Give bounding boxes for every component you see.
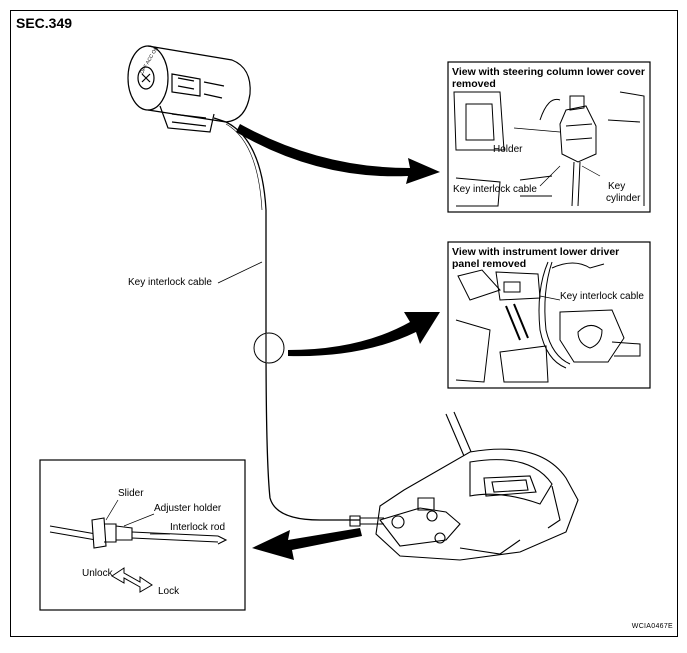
steering-view-drawing (453, 91, 645, 207)
panel-view-drawing (455, 261, 641, 383)
steering-view-title-line1: View with steering column lower cover (452, 66, 645, 78)
steering-cable-label: Key interlock cable (453, 184, 537, 195)
key-interlock-cable (225, 121, 360, 521)
slider-label: Slider (118, 488, 144, 499)
cable-leader-line (217, 261, 263, 284)
unlock-label: Unlock (82, 568, 113, 579)
panel-view-title-line1: View with instrument lower driver (452, 246, 620, 258)
key-cylinder-label-line1: Key (608, 181, 626, 192)
lock-label: Lock (158, 586, 180, 597)
arrow-to-detail-view (252, 528, 362, 560)
steering-view-title-line2: removed (452, 78, 496, 90)
figure-code: WCIA0467E (631, 623, 673, 630)
interlock-rod-label: Interlock rod (170, 522, 226, 533)
adjuster-holder-label: Adjuster holder (154, 503, 222, 514)
holder-label: Holder (493, 144, 523, 155)
section-number: SEC.349 (16, 15, 73, 31)
figure-frame (10, 10, 678, 637)
main-cable-label: Key interlock cable (128, 277, 212, 288)
panel-view-box (447, 241, 651, 389)
detail-view-drawing (49, 499, 228, 549)
steering-view-box (447, 61, 651, 213)
panel-view-title-line2: panel removed (452, 258, 527, 270)
panel-cable-label: Key interlock cable (560, 291, 644, 302)
shift-lever-assembly (349, 411, 579, 561)
arrow-to-steering-view (236, 124, 440, 184)
cable-callout-circle (253, 332, 285, 364)
key-cylinder-illustration: OFF ACC ON (127, 45, 251, 133)
key-cylinder-label-line2: cylinder (606, 193, 641, 204)
arrow-to-panel-view (288, 312, 440, 357)
unlock-lock-arrow (111, 567, 153, 593)
